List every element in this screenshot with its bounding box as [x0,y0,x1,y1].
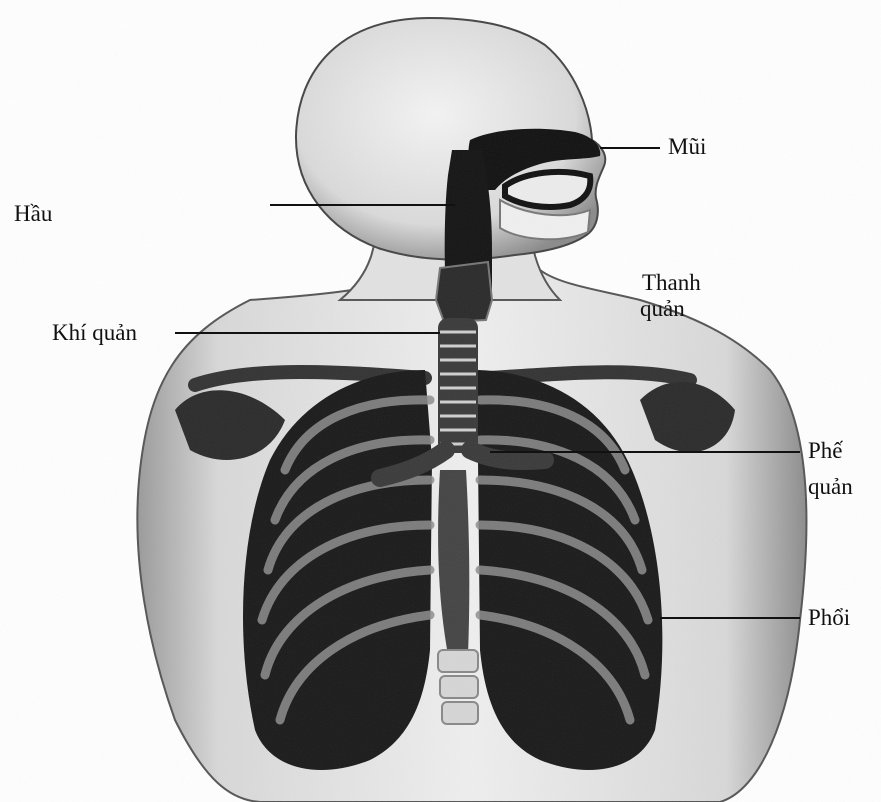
label-thanh-quan: Thanh quản [642,270,701,322]
label-phoi: Phổi [808,605,850,631]
label-phe-quan: Phế quản [808,438,853,500]
label-hau: Hầu [14,201,52,227]
label-khi-quan: Khí quản [52,320,137,346]
label-mui: Mũi [668,134,706,160]
